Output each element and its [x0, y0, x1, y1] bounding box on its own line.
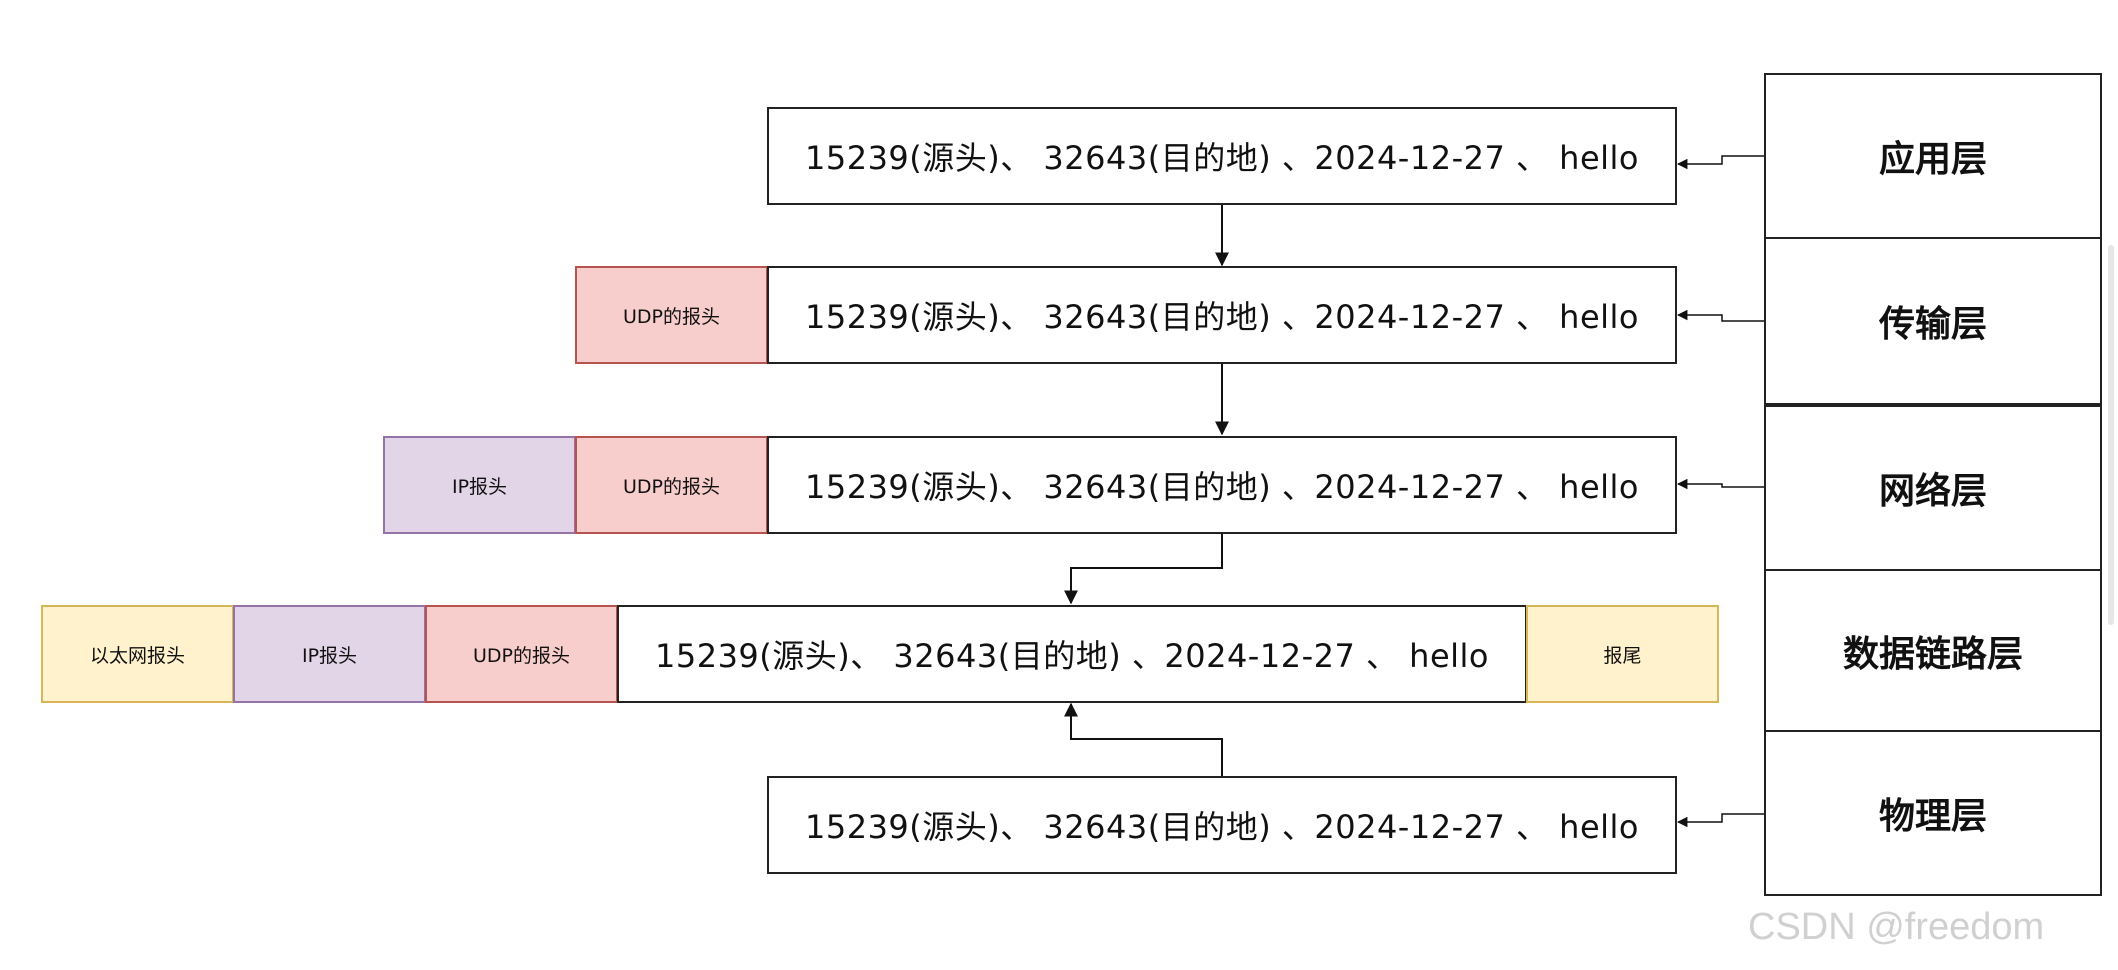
- payload-box-physical: 15239(源头)、 32643(目的地) 、2024-12-27 、 hell…: [767, 776, 1677, 874]
- udp-header-box: UDP的报头: [575, 266, 768, 364]
- layer-datalink-label: 数据链路层: [1842, 633, 2023, 675]
- payload-box-transport: 15239(源头)、 32643(目的地) 、2024-12-27 、 hell…: [767, 266, 1677, 364]
- payload-box-application: 15239(源头)、 32643(目的地) 、2024-12-27 、 hell…: [767, 107, 1677, 205]
- arrow-physical-to-datalink: [1064, 702, 1223, 776]
- udp-header-box: UDP的报头: [575, 436, 768, 534]
- payload-text: 15239(源头)、 32643(目的地) 、2024-12-27 、 hell…: [804, 468, 1640, 506]
- payload-text: 15239(源头)、 32643(目的地) 、2024-12-27 、 hell…: [654, 637, 1490, 675]
- udp-header-box: UDP的报头: [425, 605, 618, 703]
- layer-transport: 传输层: [1764, 239, 2102, 405]
- payload-box-datalink: 15239(源头)、 32643(目的地) 、2024-12-27 、 hell…: [617, 605, 1527, 703]
- udp-header-label: UDP的报头: [473, 644, 570, 667]
- payload-text: 15239(源头)、 32643(目的地) 、2024-12-27 、 hell…: [804, 139, 1640, 177]
- ip-header-box: IP报头: [233, 605, 426, 703]
- payload-text: 15239(源头)、 32643(目的地) 、2024-12-27 、 hell…: [804, 298, 1640, 336]
- ip-header-label: IP报头: [451, 475, 508, 498]
- watermark: CSDN @freedom: [1748, 906, 2045, 948]
- layer-datalink: 数据链路层: [1764, 571, 2102, 732]
- layer-physical: 物理层: [1764, 732, 2102, 896]
- layer-network: 网络层: [1764, 405, 2102, 571]
- arrow-network-to-datalink: [1064, 533, 1223, 605]
- ip-header-label: IP报头: [301, 644, 358, 667]
- payload-box-network: 15239(源头)、 32643(目的地) 、2024-12-27 、 hell…: [767, 436, 1677, 534]
- udp-header-label: UDP的报头: [623, 305, 720, 328]
- arrow-layer-physical: [1676, 813, 1764, 828]
- ip-header-box: IP报头: [383, 436, 576, 534]
- arrow-layer-transport: [1676, 309, 1764, 322]
- layer-transport-label: 传输层: [1878, 304, 1987, 345]
- arrow-layer-app: [1676, 155, 1764, 170]
- ethernet-header-box: 以太网报头: [41, 605, 234, 703]
- udp-header-label: UDP的报头: [623, 475, 720, 498]
- layer-physical-label: 物理层: [1878, 796, 1987, 837]
- layer-network-label: 网络层: [1878, 471, 1987, 512]
- trailer-box: 报尾: [1526, 605, 1719, 703]
- payload-text: 15239(源头)、 32643(目的地) 、2024-12-27 、 hell…: [804, 808, 1640, 846]
- scrollbar[interactable]: [2108, 245, 2114, 625]
- layer-application-label: 应用层: [1878, 139, 1987, 180]
- arrow-layer-network: [1676, 478, 1764, 490]
- layer-application: 应用层: [1764, 73, 2102, 239]
- ethernet-header-label: 以太网报头: [89, 644, 185, 667]
- trailer-label: 报尾: [1603, 644, 1642, 667]
